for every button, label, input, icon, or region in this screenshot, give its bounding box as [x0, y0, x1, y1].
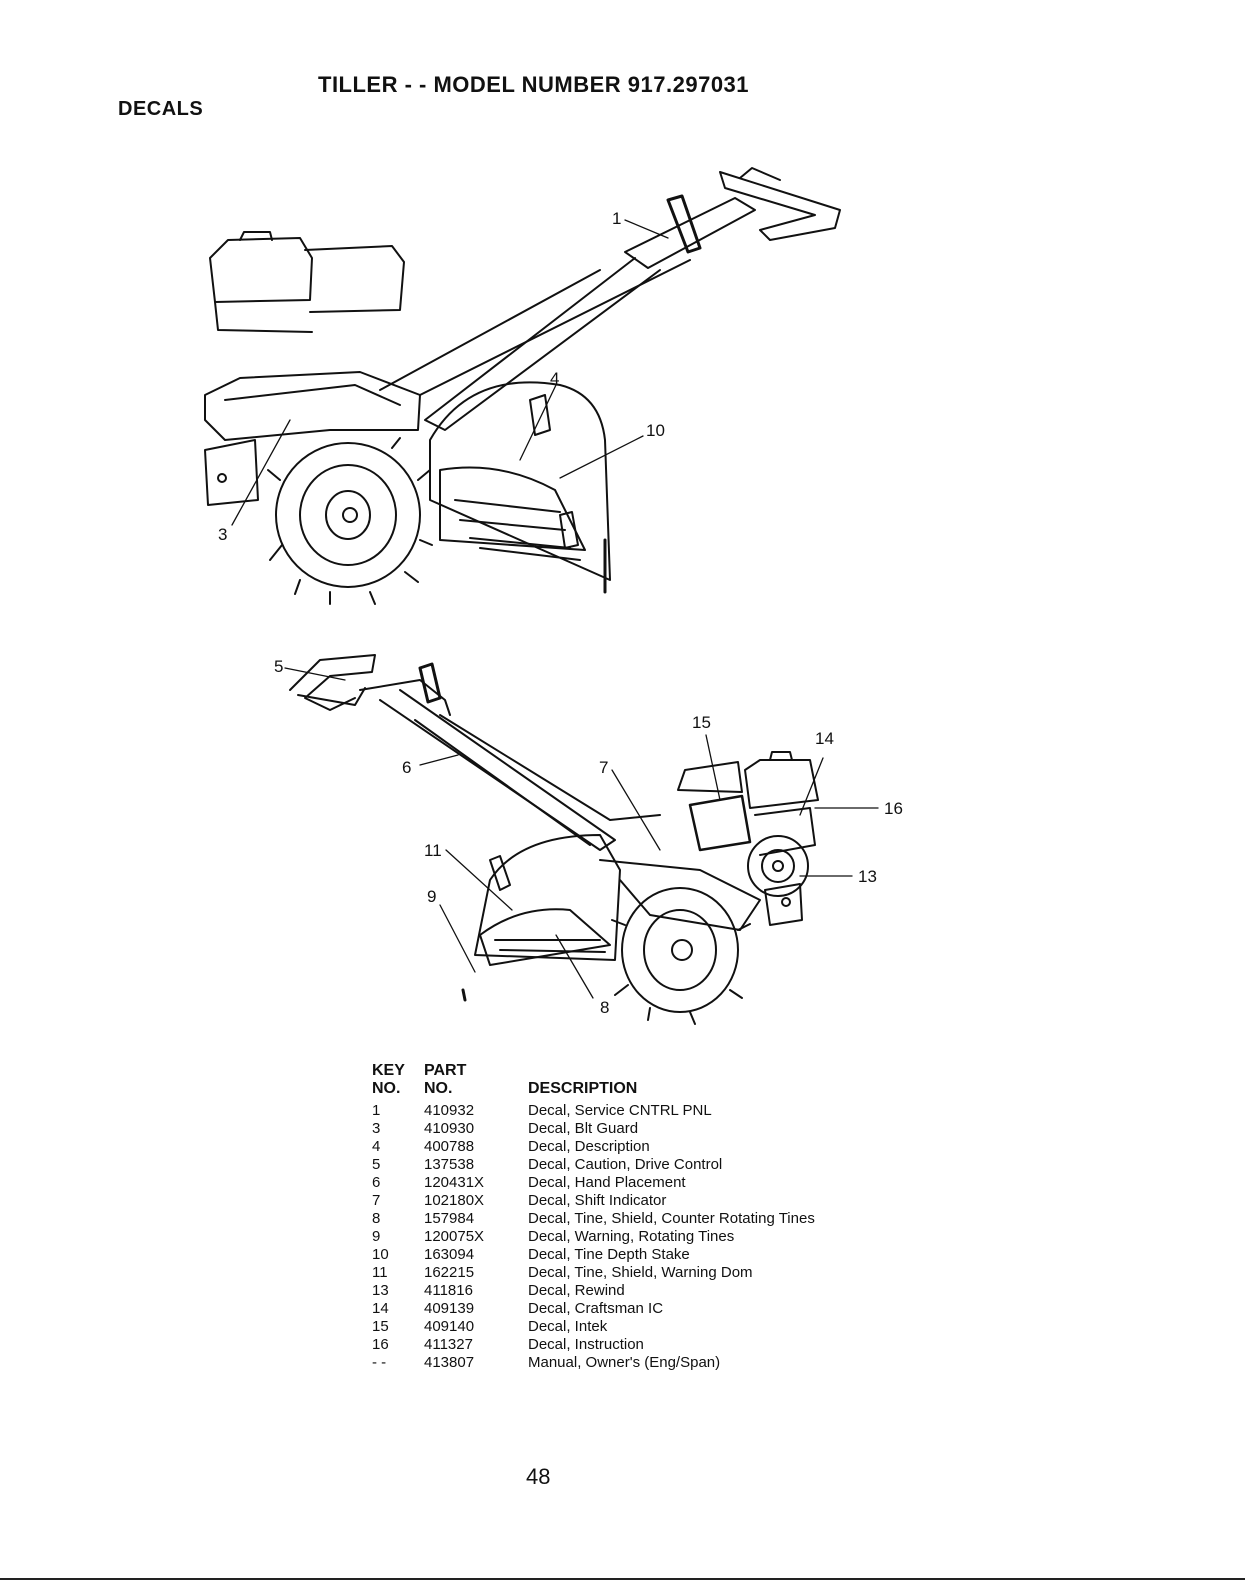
description-cell: Decal, Description: [528, 1138, 650, 1155]
description-cell: Decal, Craftsman IC: [528, 1300, 664, 1317]
description-cell: Decal, Tine, Shield, Warning Dom: [528, 1264, 753, 1281]
table-row: 4 400788 Decal, Description: [372, 1138, 815, 1156]
callout-leader-lines: [231, 219, 879, 999]
key-cell: 15: [372, 1318, 389, 1335]
page-title: TILLER - - MODEL NUMBER 917.297031: [318, 72, 750, 97]
part-number-cell: 400788: [424, 1138, 475, 1155]
part-number-cell: 137538: [424, 1156, 475, 1173]
description-cell: Decal, Shift Indicator: [528, 1192, 667, 1209]
callout-15: 15: [692, 713, 711, 732]
key-no-header: NO.: [372, 1080, 401, 1097]
table-row: 15 409140 Decal, Intek: [372, 1318, 815, 1336]
table-row: 10 163094 Decal, Tine Depth Stake: [372, 1246, 815, 1264]
key-cell: 3: [372, 1120, 381, 1137]
section-heading: DECALS: [118, 98, 204, 120]
description-cell: Decal, Blt Guard: [528, 1120, 639, 1137]
part-no-header: NO.: [424, 1080, 453, 1097]
callout-7: 7: [599, 758, 608, 777]
top-tiller-illustration: [204, 167, 841, 605]
description-cell: Decal, Intek: [528, 1318, 608, 1335]
key-cell: 4: [372, 1138, 381, 1155]
callout-3: 3: [218, 525, 227, 544]
key-cell: 5: [372, 1156, 381, 1173]
parts-header-top: KEY PART: [372, 1062, 815, 1080]
part-number-cell: 162215: [424, 1264, 475, 1281]
key-cell: 6: [372, 1174, 381, 1191]
part-number-cell: 410932: [424, 1102, 475, 1119]
bottom-rule: [0, 1578, 1245, 1580]
key-cell: - -: [372, 1354, 387, 1371]
tiller-decal-diagrams: 1 3 4 10 5 6 7 8 9 11 13 14 15 16: [204, 167, 903, 1025]
key-header: KEY: [372, 1062, 405, 1079]
part-number-cell: 120075X: [424, 1228, 485, 1245]
callout-4: 4: [550, 369, 559, 388]
key-cell: 10: [372, 1246, 389, 1263]
callout-10: 10: [646, 421, 665, 440]
table-row: 1 410932 Decal, Service CNTRL PNL: [372, 1102, 815, 1120]
table-row: 13 411816 Decal, Rewind: [372, 1282, 815, 1300]
part-number-cell: 163094: [424, 1246, 475, 1263]
table-row: 9 120075X Decal, Warning, Rotating Tines: [372, 1228, 815, 1246]
part-number-cell: 409140: [424, 1318, 475, 1335]
key-cell: 7: [372, 1192, 381, 1209]
part-number-cell: 410930: [424, 1120, 475, 1137]
key-cell: 16: [372, 1336, 389, 1353]
part-number-cell: 409139: [424, 1300, 475, 1317]
table-row: 8 157984 Decal, Tine, Shield, Counter Rota…: [372, 1210, 815, 1228]
description-cell: Decal, Warning, Rotating Tines: [528, 1228, 735, 1245]
table-row: 11 162215 Decal, Tine, Shield, Warning Dom: [372, 1264, 815, 1282]
description-cell: Decal, Caution, Drive Control: [528, 1156, 723, 1173]
table-row: 16 411327 Decal, Instruction: [372, 1336, 815, 1354]
callout-6: 6: [402, 758, 411, 777]
table-row: 3 410930 Decal, Blt Guard: [372, 1120, 815, 1138]
description-cell: Manual, Owner's (Eng/Span): [528, 1354, 721, 1371]
part-number-cell: 157984: [424, 1210, 475, 1227]
callout-11: 11: [424, 841, 442, 860]
part-number-cell: 411327: [424, 1336, 473, 1353]
callout-13: 13: [858, 867, 877, 886]
description-cell: Decal, Instruction: [528, 1336, 644, 1353]
table-row: 5 137538 Decal, Caution, Drive Control: [372, 1156, 815, 1174]
description-cell: Decal, Tine, Shield, Counter Rotating Ti…: [528, 1210, 815, 1227]
table-row: 7 102180X Decal, Shift Indicator: [372, 1192, 815, 1210]
key-cell: 13: [372, 1282, 389, 1299]
part-header: PART: [424, 1062, 467, 1079]
key-cell: 14: [372, 1300, 389, 1317]
table-row: 6 120431X Decal, Hand Placement: [372, 1174, 815, 1192]
part-number-cell: 413807: [424, 1354, 475, 1371]
callout-9: 9: [427, 887, 436, 906]
callout-5: 5: [274, 657, 283, 676]
table-row: 14 409139 Decal, Craftsman IC: [372, 1300, 815, 1318]
parts-header-bottom: NO. NO. DESCRIPTION: [372, 1080, 815, 1098]
description-cell: Decal, Hand Placement: [528, 1174, 686, 1191]
description-cell: Decal, Rewind: [528, 1282, 625, 1299]
description-header: DESCRIPTION: [528, 1080, 638, 1097]
callout-14: 14: [815, 729, 834, 748]
description-cell: Decal, Tine Depth Stake: [528, 1246, 690, 1263]
callout-8: 8: [600, 998, 609, 1017]
bottom-tiller-illustration: [289, 654, 819, 1025]
part-number-cell: 120431X: [424, 1174, 485, 1191]
page-number: 48: [526, 1464, 551, 1489]
key-cell: 8: [372, 1210, 381, 1227]
callout-1: 1: [612, 209, 621, 228]
table-row: - - 413807 Manual, Owner's (Eng/Span): [372, 1354, 815, 1372]
part-number-cell: 411816: [424, 1282, 473, 1299]
key-cell: 1: [372, 1102, 381, 1119]
key-cell: 9: [372, 1228, 381, 1245]
part-number-cell: 102180X: [424, 1192, 485, 1209]
key-cell: 11: [372, 1264, 388, 1281]
description-cell: Decal, Service CNTRL PNL: [528, 1102, 712, 1119]
callout-16: 16: [884, 799, 903, 818]
